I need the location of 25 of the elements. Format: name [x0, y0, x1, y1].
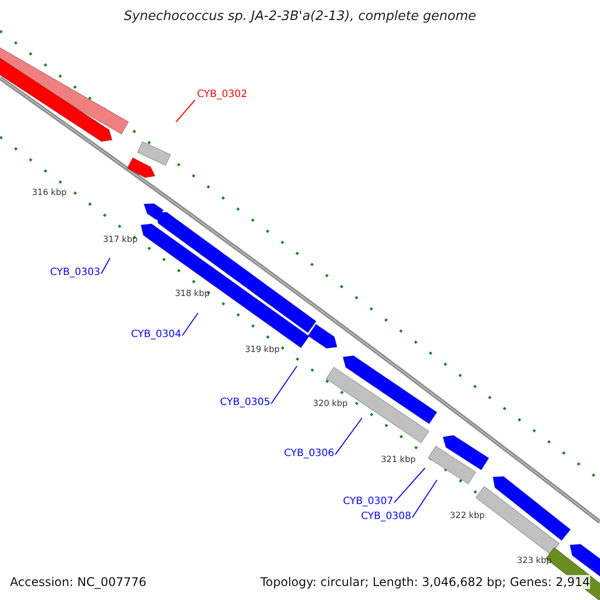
- scale-label: 319 kbp: [245, 345, 280, 355]
- leader-line: [270, 366, 298, 404]
- gene-label: CYB_0302: [197, 89, 248, 100]
- leader-line: [100, 258, 110, 274]
- leader-line: [334, 418, 362, 456]
- accession-text: Accession: NC_007776: [10, 575, 146, 589]
- scale-label: 316 kbp: [32, 188, 67, 198]
- gene-label: CYB_0304: [131, 329, 182, 340]
- scale-label: 323 kbp: [517, 556, 552, 566]
- scale-label: 320 kbp: [313, 399, 348, 409]
- genome-summary-text: Topology: circular; Length: 3,046,682 bp; Genes: 2,914: [260, 575, 590, 589]
- gene-label: CYB_0308: [361, 511, 412, 522]
- leader-line: [176, 100, 196, 122]
- title: Synechococcus sp. JA-2-3B'a(2-13), complete genome: [122, 9, 478, 24]
- leader-line: [182, 312, 198, 336]
- gene-label: CYB_0303: [50, 267, 100, 278]
- leader-line: [412, 480, 438, 518]
- scale-label: 322 kbp: [450, 511, 485, 521]
- scale-label: 317 kbp: [103, 235, 138, 245]
- gene-label: CYB_0307: [343, 496, 394, 507]
- scale-label: 318 kbp: [175, 289, 210, 299]
- gene-label: CYB_0305: [220, 397, 270, 408]
- scale-label: 321 kbp: [381, 455, 416, 465]
- gene-label: CYB_0306: [284, 448, 334, 459]
- leader-line: [394, 468, 426, 504]
